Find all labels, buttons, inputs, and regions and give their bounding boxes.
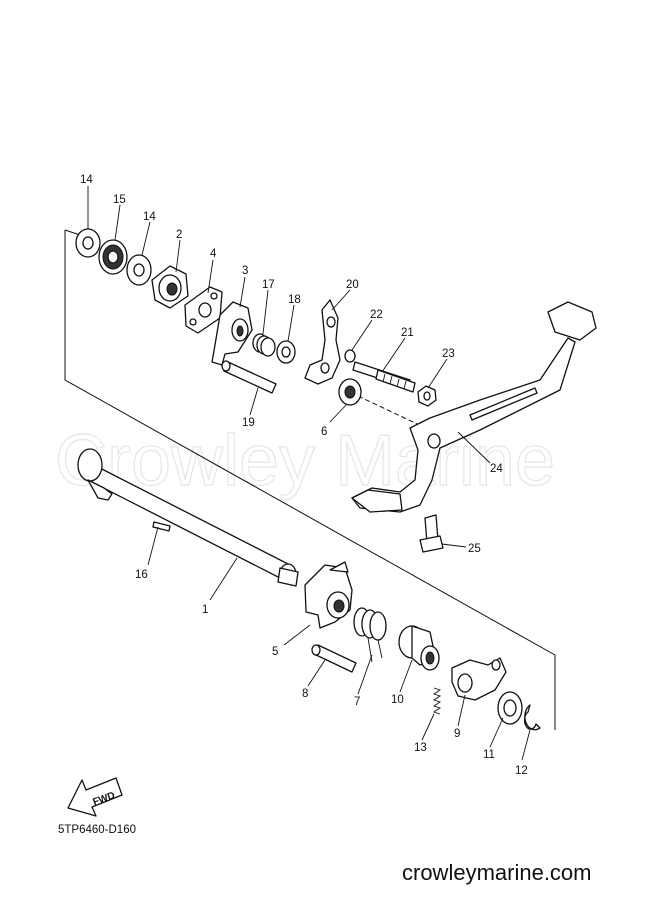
pin-part-8	[311, 644, 357, 673]
washer-part-14b	[126, 254, 152, 286]
plate-part-4	[184, 286, 223, 334]
bearing-part-15	[98, 239, 128, 275]
bolt-part-21	[352, 361, 416, 393]
callout-22: 22	[370, 309, 383, 321]
pin-part-16	[152, 521, 171, 532]
pin-part-19	[221, 360, 277, 394]
lever-part-20	[304, 299, 341, 385]
collar-part-10	[398, 625, 440, 671]
callout-1: 1	[202, 604, 208, 616]
callout-25: 25	[468, 543, 481, 555]
pedal-part-24	[351, 301, 597, 513]
lever-part-5	[304, 561, 353, 629]
spring-part-17	[252, 333, 276, 357]
spring-part-13	[432, 687, 442, 715]
callout-18: 18	[288, 294, 301, 306]
bushing-part-6	[338, 378, 362, 406]
diagram-code: 5TP6460-D160	[58, 824, 136, 836]
callout-13: 13	[414, 742, 427, 754]
callout-15: 15	[113, 194, 126, 206]
collar-part-2	[151, 265, 189, 309]
leader-lines	[87, 186, 531, 761]
segment-part-3	[211, 301, 253, 366]
bolt-part-25	[419, 514, 444, 553]
callout-7: 7	[354, 696, 360, 708]
callout-21: 21	[401, 327, 414, 339]
callout-9: 9	[454, 728, 460, 740]
stopper-part-9	[451, 657, 507, 701]
shaft-part-1	[77, 448, 299, 587]
fwd-arrow-icon: FWD	[67, 777, 123, 817]
oring-part-22	[344, 349, 356, 363]
circlip-part-12	[523, 704, 541, 731]
callout-5: 5	[272, 646, 278, 658]
callout-19: 19	[242, 417, 255, 429]
website-text: crowleymarine.com	[402, 860, 592, 885]
callout-12: 12	[515, 765, 528, 777]
callout-2: 2	[176, 229, 182, 241]
callout-8: 8	[302, 688, 308, 700]
callout-10: 10	[391, 694, 404, 706]
callout-16: 16	[135, 569, 148, 581]
callout-4: 4	[210, 248, 217, 260]
callout-11: 11	[483, 749, 495, 761]
callout-24: 24	[490, 463, 503, 475]
callout-14b: 14	[143, 211, 156, 223]
assembly-frame	[64, 229, 556, 730]
callout-20: 20	[346, 279, 359, 291]
part-numbers: 14 15 14 2 4 3 17 18 19 20 22 21 23 6 24…	[80, 174, 528, 777]
callout-14a: 14	[80, 174, 93, 186]
callout-6: 6	[321, 426, 327, 438]
callout-23: 23	[442, 348, 455, 360]
nut-part-23	[417, 385, 437, 407]
washer-part-11	[497, 691, 523, 725]
callout-3: 3	[242, 265, 248, 277]
spring-part-7	[353, 607, 387, 663]
callout-17: 17	[262, 279, 275, 291]
washer-part-18	[276, 340, 296, 364]
washer-part-14a	[75, 228, 101, 258]
